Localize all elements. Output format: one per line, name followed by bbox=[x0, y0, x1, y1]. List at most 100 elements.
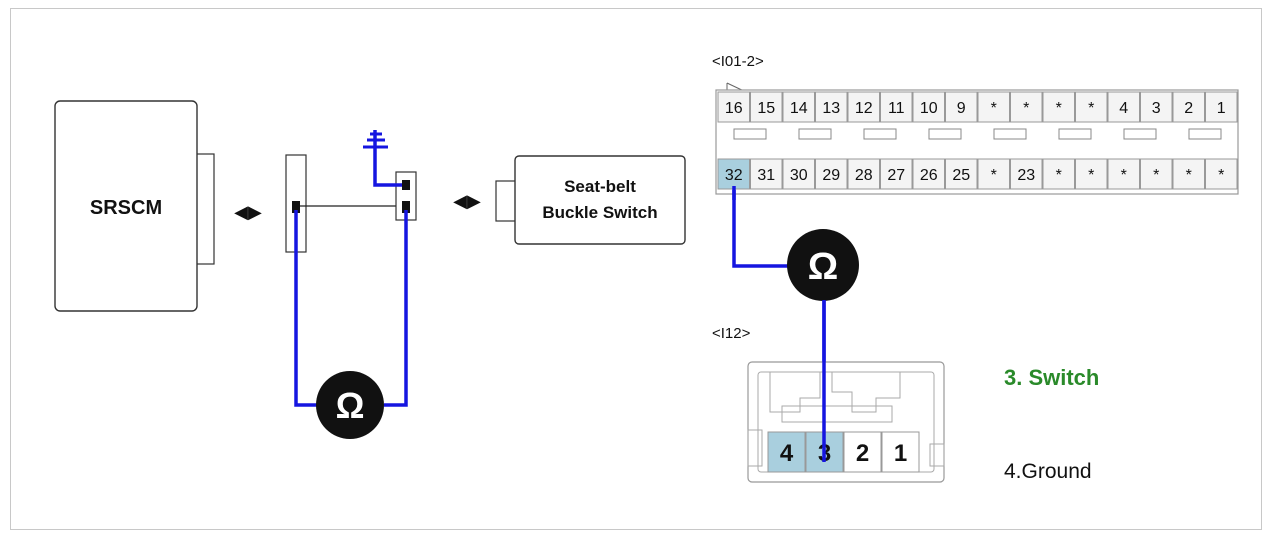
i01-top-pin-cell bbox=[977, 91, 1010, 123]
i01-latch-slot bbox=[928, 128, 962, 140]
i01-top-pin-label: 12 bbox=[855, 100, 873, 117]
i01-top-pin-cell bbox=[1010, 91, 1043, 123]
i01-bottom-pin-label: 31 bbox=[757, 167, 775, 184]
i01-latch-slot bbox=[733, 128, 767, 140]
i01-latch-slot bbox=[1123, 128, 1157, 140]
srscm-label: SRSCM bbox=[90, 197, 162, 219]
ohmmeter-right: Ω bbox=[787, 229, 859, 301]
i01-top-pin-cell bbox=[1107, 91, 1140, 123]
i01-latch-slot bbox=[1058, 128, 1092, 140]
i01-bottom-pin-label: 27 bbox=[887, 167, 905, 184]
meter-probe-wire-i01 bbox=[732, 190, 790, 268]
i01-bottom-pin-cell bbox=[880, 158, 913, 190]
i01-top-pin-cell bbox=[847, 91, 880, 123]
i01-top-pin-label: 11 bbox=[888, 100, 905, 117]
i01-latch-slot bbox=[1188, 128, 1222, 140]
i01-bottom-pin-label: 28 bbox=[855, 167, 873, 184]
seatbelt-buckle-switch: Seat-belt Buckle Switch bbox=[495, 155, 686, 245]
i01-top-pin-cell bbox=[782, 91, 815, 123]
i01-bottom-pin-label: * bbox=[1088, 167, 1094, 184]
i01-top-pin-label: * bbox=[991, 100, 997, 117]
legend-switch: 3. Switch bbox=[1004, 365, 1099, 390]
i12-pin-cell bbox=[843, 431, 882, 473]
i12-pin-cell bbox=[767, 431, 806, 473]
i01-top-pin-label: 1 bbox=[1217, 100, 1226, 117]
i01-latch-slot bbox=[798, 128, 832, 140]
i01-bottom-pin-cell bbox=[1205, 158, 1238, 190]
connector-i01-latch-row bbox=[733, 128, 1222, 140]
i01-top-pin-cell bbox=[1205, 91, 1238, 123]
i01-top-pin-label: 16 bbox=[725, 100, 743, 117]
i01-bottom-pin-cell bbox=[717, 158, 750, 190]
i01-bottom-pin-label: * bbox=[1218, 167, 1224, 184]
i01-bottom-pin-label: * bbox=[1186, 167, 1192, 184]
i01-top-pin-label: 10 bbox=[920, 100, 938, 117]
i01-top-pin-cell bbox=[1172, 91, 1205, 123]
i01-top-pin-label: * bbox=[1056, 100, 1062, 117]
ohmmeter-left: Ω bbox=[316, 371, 384, 439]
i01-bottom-pin-cell bbox=[1010, 158, 1043, 190]
i01-top-pin-label: 15 bbox=[757, 100, 775, 117]
i01-top-pin-cell bbox=[1042, 91, 1075, 123]
i01-bottom-pin-cell bbox=[1042, 158, 1075, 190]
i01-top-pin-cell bbox=[750, 91, 783, 123]
i01-bottom-pin-cell bbox=[1075, 158, 1108, 190]
meter-probe-wire-left bbox=[294, 210, 318, 407]
seatbelt-label-line2: Buckle Switch bbox=[542, 203, 657, 222]
i01-bottom-pin-cell bbox=[750, 158, 783, 190]
i12-pin-cell bbox=[881, 431, 920, 473]
i01-top-pin-label: 14 bbox=[790, 100, 808, 117]
i01-top-pin-label: 9 bbox=[957, 100, 966, 117]
connection-arrows-left: ◀▶ bbox=[234, 202, 262, 222]
i12-pin-label: 1 bbox=[894, 440, 907, 467]
i01-bottom-pin-cell bbox=[847, 158, 880, 190]
i01-top-pin-label: 4 bbox=[1119, 100, 1128, 117]
i01-top-pin-cell bbox=[815, 91, 848, 123]
i01-bottom-pin-label: * bbox=[1056, 167, 1062, 184]
connector-i01-label: <I01-2> bbox=[712, 53, 764, 70]
i01-latch-slot bbox=[863, 128, 897, 140]
i01-top-pin-cell bbox=[717, 91, 750, 123]
i01-top-pin-cell bbox=[1140, 91, 1173, 123]
i01-bottom-pin-cell bbox=[1172, 158, 1205, 190]
i01-bottom-pin-cell bbox=[1140, 158, 1173, 190]
i01-bottom-pin-label: * bbox=[1153, 167, 1159, 184]
i01-bottom-pin-label: 29 bbox=[822, 167, 840, 184]
ground-symbol bbox=[363, 130, 402, 187]
seatbelt-label-line1: Seat-belt bbox=[564, 177, 636, 196]
i01-top-pin-cell bbox=[945, 91, 978, 123]
connector-i01-bottom-row: 32 31 30 29 28 27 26 25 * 23 * * * * * * bbox=[717, 158, 1238, 190]
i01-top-pin-cell bbox=[912, 91, 945, 123]
i01-bottom-pin-label: 25 bbox=[952, 167, 970, 184]
i01-latch-slot bbox=[993, 128, 1027, 140]
i01-top-pin-cell bbox=[880, 91, 913, 123]
i01-bottom-pin-label: 23 bbox=[1017, 167, 1035, 184]
ohm-symbol-right: Ω bbox=[808, 246, 838, 288]
i01-bottom-pin-label: 32 bbox=[725, 167, 743, 184]
ohm-symbol-left: Ω bbox=[336, 385, 365, 426]
i01-bottom-pin-label: 26 bbox=[920, 167, 938, 184]
srscm-module: SRSCM bbox=[54, 100, 215, 312]
i01-top-pin-label: 2 bbox=[1184, 100, 1193, 117]
connector-i01-top-row: 16 15 14 13 12 11 10 9 * * * * 4 3 2 1 bbox=[717, 91, 1238, 123]
i01-top-pin-label: 13 bbox=[822, 100, 840, 117]
i01-bottom-pin-cell bbox=[1107, 158, 1140, 190]
i01-top-pin-label: 3 bbox=[1152, 100, 1161, 117]
i01-bottom-pin-label: * bbox=[991, 167, 997, 184]
i01-bottom-pin-cell bbox=[815, 158, 848, 190]
i01-bottom-pin-label: * bbox=[1121, 167, 1127, 184]
i01-bottom-pin-label: 30 bbox=[790, 167, 808, 184]
i01-bottom-pin-cell bbox=[782, 158, 815, 190]
i01-bottom-pin-cell bbox=[977, 158, 1010, 190]
i01-top-pin-label: * bbox=[1088, 100, 1094, 117]
i01-bottom-pin-cell bbox=[912, 158, 945, 190]
meter-probe-wire-right bbox=[384, 210, 408, 407]
i01-top-pin-label: * bbox=[1023, 100, 1029, 117]
i12-pin-label: 4 bbox=[780, 440, 794, 467]
i01-bottom-pin-cell bbox=[945, 158, 978, 190]
connector-i12-label: <I12> bbox=[712, 325, 751, 342]
i12-pin-label: 2 bbox=[856, 440, 869, 467]
legend-ground: 4.Ground bbox=[1004, 460, 1092, 483]
